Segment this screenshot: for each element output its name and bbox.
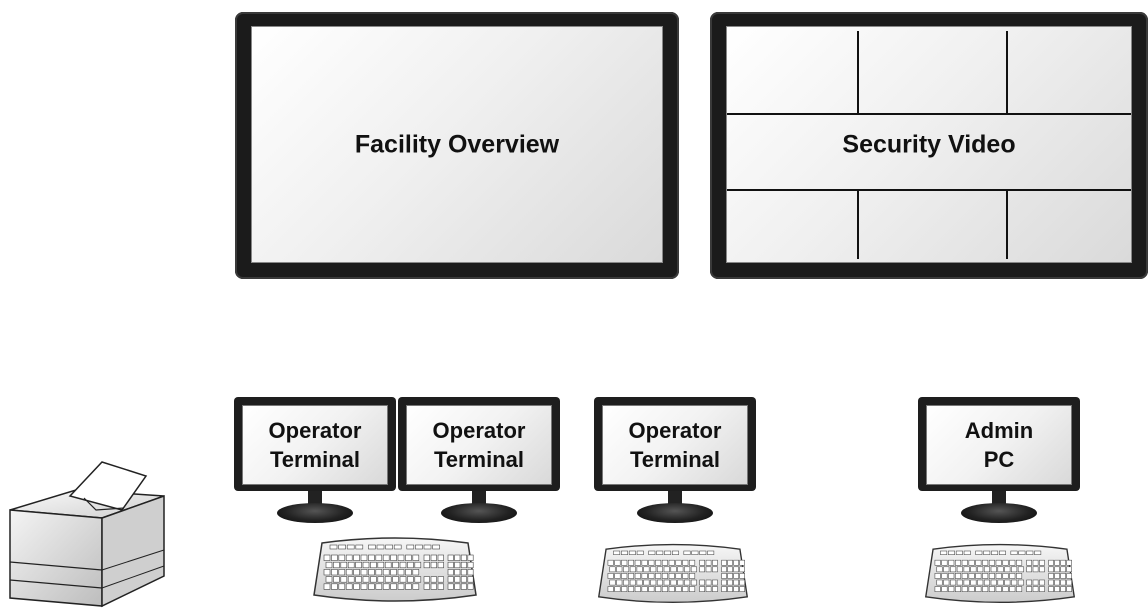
facility-overview-label: Facility Overview: [354, 130, 560, 158]
workstation-monitor: Operator Terminal: [234, 397, 396, 525]
workstation-monitor: Admin PC: [918, 397, 1080, 525]
facility-overview-display: Facility Overview: [235, 12, 679, 279]
keyboard-icon: [597, 543, 749, 603]
security-video-label: Security Video: [842, 130, 1016, 158]
video-grid-vertical: [857, 31, 859, 113]
video-grid-horizontal-bottom: [727, 189, 1131, 191]
video-grid-horizontal-top: [727, 113, 1131, 115]
facility-overview-screen: Facility Overview: [251, 26, 663, 263]
video-grid-vertical: [1006, 31, 1008, 113]
monitor-icon: Operator Terminal: [398, 397, 560, 491]
monitor-label: Operator Terminal: [628, 418, 722, 472]
workstation-monitor: Operator Terminal: [398, 397, 560, 525]
monitor-label: Operator Terminal: [432, 418, 526, 472]
keyboard-icon: [313, 537, 477, 602]
monitor-label: Admin PC: [964, 418, 1034, 472]
security-video-display: Security Video: [710, 12, 1148, 279]
monitor-icon: Admin PC: [918, 397, 1080, 491]
security-video-screen: Security Video: [726, 26, 1132, 263]
monitor-icon: Operator Terminal: [234, 397, 396, 491]
keyboard-icon: [924, 543, 1076, 603]
video-grid-vertical: [857, 191, 859, 259]
workstation-monitor: Operator Terminal: [594, 397, 756, 525]
monitor-label: Operator Terminal: [268, 418, 362, 472]
monitor-icon: Operator Terminal: [594, 397, 756, 491]
printer-icon: [9, 461, 165, 608]
video-grid-vertical: [1006, 191, 1008, 259]
